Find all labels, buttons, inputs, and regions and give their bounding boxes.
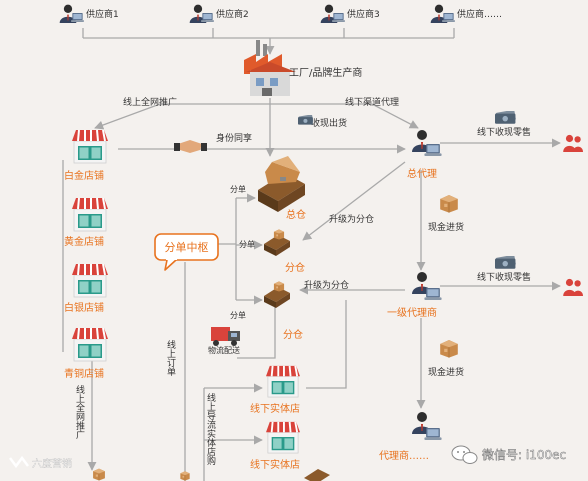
factory-label: 工厂/品牌生产商 xyxy=(289,66,362,79)
main-warehouse: 总仓 xyxy=(258,156,306,221)
store-column: 白金店铺 黄金店铺 白银店铺 青铜店铺 xyxy=(64,129,109,380)
store-bronze-label: 青铜店铺 xyxy=(64,367,104,380)
general-agent-label: 总代理 xyxy=(407,167,437,180)
offline-retail-1-label: 线下收现零售 xyxy=(477,126,531,138)
sub-warehouse-1: 分仓 xyxy=(264,229,305,274)
box-icon xyxy=(439,339,459,359)
watermark-left-label: 六度营销 xyxy=(32,457,72,470)
connector-lines xyxy=(62,28,561,481)
identity-share-label: 身份同享 xyxy=(216,132,252,144)
online-promo-vertical-label: 线上全网推广 xyxy=(74,384,85,440)
supplier-4: 供应商…… xyxy=(430,4,502,23)
factory-icon xyxy=(244,40,296,96)
watermark-left: 六度营销 xyxy=(9,455,72,470)
upgrade-2-label: 升级为分仓 xyxy=(304,279,349,291)
watermark-right-label: 微信号: i100ec xyxy=(482,448,566,462)
watermark-logo-icon xyxy=(9,455,29,469)
physical-store-2-label: 线下实体店 xyxy=(250,458,300,471)
laptop-icon xyxy=(442,13,455,22)
main-warehouse-label: 总仓 xyxy=(286,208,306,221)
customer-icon xyxy=(563,134,583,152)
store-icon xyxy=(71,263,109,298)
suppliers-row: 供应商1 供应商2 供应商3 供应商…… xyxy=(59,4,502,23)
store-icon xyxy=(71,327,109,362)
logistics-label: 物流配送 xyxy=(208,345,240,355)
physical-store-1: 线下实体店 xyxy=(250,364,301,415)
physical-store-2: 线下实体店 xyxy=(250,420,301,471)
box-icon xyxy=(439,194,459,214)
store-platinum-label: 白金店铺 xyxy=(64,169,104,182)
box-icon xyxy=(92,468,106,481)
first-level-agent-label: 一级代理商 xyxy=(387,306,437,319)
physical-store-1-label: 线下实体店 xyxy=(250,402,300,415)
agent-label: 代理商…… xyxy=(379,449,429,462)
store-icon xyxy=(71,197,109,232)
supplier-4-label: 供应商…… xyxy=(457,8,502,20)
offline-guide-label: 线上导流实体店购 xyxy=(205,392,216,466)
money-icon xyxy=(298,115,314,125)
cash-stock-1-label: 现金进货 xyxy=(428,221,464,233)
online-order-label: 线上订单 xyxy=(165,339,176,377)
customer-icon xyxy=(563,278,583,296)
box-icon xyxy=(273,229,285,240)
laptop-icon xyxy=(424,144,442,156)
supplier-1-label: 供应商1 xyxy=(86,8,119,20)
supplier-1: 供应商1 xyxy=(59,4,119,23)
split-hub: 分单中枢 xyxy=(154,233,219,271)
supplier-2: 供应商2 xyxy=(189,4,249,23)
offline-retail-2-label: 线下收现零售 xyxy=(477,271,531,283)
online-promo-label: 线上全网推广 xyxy=(123,96,177,108)
warehouse-icon xyxy=(304,469,330,481)
laptop-icon xyxy=(201,13,214,22)
sub-warehouse-2-label: 分仓 xyxy=(283,328,303,341)
laptop-icon xyxy=(424,288,442,300)
wechat-icon xyxy=(451,445,478,464)
hub-label: 分单中枢 xyxy=(165,240,209,254)
warehouse-icon xyxy=(264,281,290,308)
general-agent: 总代理 xyxy=(407,130,442,180)
truck-icon xyxy=(211,327,240,346)
store-icon xyxy=(265,420,301,454)
cash-stock-2-label: 现金进货 xyxy=(428,366,464,378)
sub-warehouse-2: 分仓 xyxy=(264,281,303,341)
watermark-right: 微信号: i100ec xyxy=(451,445,566,464)
laptop-icon xyxy=(332,13,345,22)
split-1-label: 分单 xyxy=(230,184,246,194)
warehouse-icon xyxy=(264,229,290,256)
edge-labels: 线上全网推广 线下渠道代理 身份同享 收现出货 线下收现零售 线下收现零售 分单… xyxy=(74,96,531,466)
store-gold-label: 黄金店铺 xyxy=(64,235,104,248)
laptop-icon xyxy=(424,428,442,440)
supplier-3-label: 供应商3 xyxy=(347,8,380,20)
split-2-label: 分单 xyxy=(239,239,255,249)
money-icon xyxy=(495,256,516,269)
box-icon xyxy=(273,281,285,292)
store-icon xyxy=(71,129,109,164)
supplier-2-label: 供应商2 xyxy=(216,8,249,20)
upgrade-1-label: 升级为分仓 xyxy=(329,213,374,225)
factory-node: 工厂/品牌生产商 xyxy=(244,40,362,96)
laptop-icon xyxy=(71,13,84,22)
offline-agent-label: 线下渠道代理 xyxy=(345,96,399,108)
store-icon xyxy=(265,364,301,398)
agent-node: 代理商…… xyxy=(379,412,442,462)
first-level-agent: 一级代理商 xyxy=(387,272,442,319)
warehouse-icon xyxy=(258,156,305,212)
store-silver-label: 白银店铺 xyxy=(64,301,104,314)
sub-warehouse-1-label: 分仓 xyxy=(285,261,305,274)
handshake-icon xyxy=(174,140,207,153)
supplier-3: 供应商3 xyxy=(320,4,380,23)
money-icon xyxy=(495,111,516,124)
cash-out-label: 收现出货 xyxy=(311,117,347,129)
split-3-label: 分单 xyxy=(230,310,246,320)
box-icon xyxy=(180,471,190,481)
